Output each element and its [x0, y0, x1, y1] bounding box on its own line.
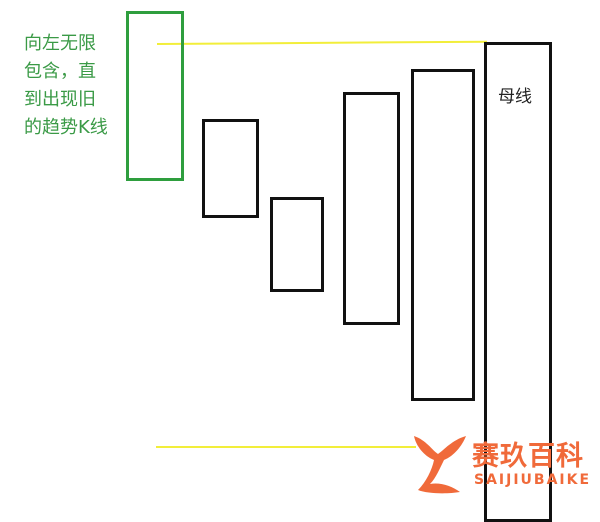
lower-yellow-line: [156, 446, 416, 448]
logo-subtitle: SAIJIUBAIKE: [474, 472, 592, 488]
annotation-text: 向左无限 包含，直 到出现旧 的趋势K线: [24, 33, 108, 138]
upper-yellow-line: [156, 40, 487, 45]
logo-title: 赛玖百科: [472, 441, 584, 472]
green-candle: [126, 11, 184, 181]
candle-3: [343, 92, 400, 325]
whale-tail-icon: [414, 436, 466, 494]
candle-4: [411, 69, 475, 401]
candle-2: [270, 197, 324, 292]
candle-1: [202, 119, 259, 218]
watermark-logo: 赛玖百科 SAIJIUBAIKE: [410, 432, 600, 498]
mother-line-label: 母线: [498, 87, 532, 107]
